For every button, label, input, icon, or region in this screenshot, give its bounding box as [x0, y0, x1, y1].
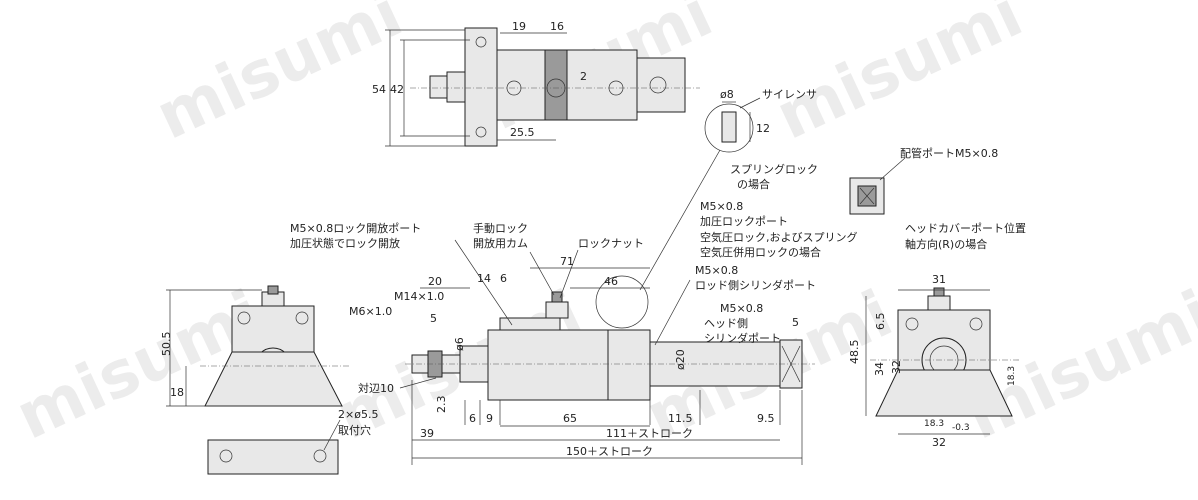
head-port-label-3: シリンダポート: [704, 331, 781, 345]
dim-54: 54: [372, 83, 386, 96]
dim-16: 16: [550, 20, 564, 33]
holes-label-2: 取付穴: [338, 423, 371, 437]
rod-port-label-2: ロッド側シリンダポート: [695, 278, 816, 292]
dim-34: 34: [873, 362, 886, 376]
dim-2-3: 2.3: [435, 396, 448, 414]
top-view: 54 42 19 16 2 25.5: [372, 20, 700, 147]
head-port-label-1: M5×0.8: [720, 302, 763, 315]
dim-18-3-horizontal: 18.3: [924, 419, 944, 429]
watermark: misumi: [955, 277, 1198, 454]
dim-18-3-vertical: 18.3: [1007, 366, 1017, 386]
dim-11-5: 11.5: [668, 412, 693, 425]
m14-label: M14×1.0: [394, 290, 444, 303]
air-lock-label-1: 空気圧ロック,およびスプリング: [700, 230, 858, 244]
dim-25-5: 25.5: [510, 126, 535, 139]
air-lock-label-2: 空気圧併用ロックの場合: [700, 245, 821, 259]
dim-50-5: 50.5: [160, 332, 173, 357]
dim-dia6: ø6: [453, 337, 466, 351]
lock-nut-label: ロックナット: [578, 237, 644, 250]
dim-9-5: 9.5: [757, 412, 775, 425]
dim-5a: 5: [430, 312, 437, 325]
watermark: misumi: [765, 0, 1033, 155]
dim-32-vertical: 32: [890, 360, 903, 374]
piping-port-label: 配管ポートM5×0.8: [900, 146, 998, 160]
dim-39: 39: [420, 427, 434, 440]
dim-5b: 5: [792, 316, 799, 329]
dim-48-5: 48.5: [848, 340, 861, 365]
head-port-label-2: ヘッド側: [704, 317, 748, 330]
dim-71: 71: [560, 255, 574, 268]
dim-111-stroke: 111＋ストローク: [606, 427, 693, 440]
pressure-release-label: 加圧状態でロック開放: [290, 236, 400, 250]
dim-6c: 6: [469, 412, 476, 425]
spring-lock-line2: の場合: [737, 177, 770, 191]
holes-label: 2×ø5.5: [338, 408, 378, 421]
side-view: 50.5 18 2×ø5.5 取付穴: [160, 285, 378, 475]
m6-label: M6×1.0: [349, 305, 392, 318]
dim-6-5: 6.5: [874, 313, 887, 331]
dim-tolerance: -0.3: [952, 423, 970, 433]
dim-18: 18: [170, 386, 184, 399]
across-flats-label: 対辺10: [358, 381, 394, 395]
dim-9: 9: [486, 412, 493, 425]
manual-lock-label-1: 手動ロック: [473, 221, 528, 235]
front-view: M5×0.8ロック開放ポート 加圧状態でロック開放 手動ロック 開放用カム ロッ…: [290, 200, 858, 465]
watermark: misumi: [145, 0, 413, 155]
dim-20: 20: [428, 275, 442, 288]
head-port-line2: 軸方向(R)の場合: [905, 237, 987, 251]
dim-6a: 6: [500, 272, 507, 285]
dim-46: 46: [604, 275, 618, 288]
dim-14: 14: [477, 272, 491, 285]
piping-port-detail: 配管ポートM5×0.8 ヘッドカバーポート位置 軸方向(R)の場合: [849, 146, 1026, 251]
dim-2: 2: [580, 70, 587, 83]
m5-pressure-label-1: M5×0.8: [700, 200, 743, 213]
dim-42: 42: [390, 83, 404, 96]
lock-release-port-label: M5×0.8ロック開放ポート: [290, 221, 421, 235]
dim-150-stroke: 150＋ストローク: [566, 445, 653, 458]
dim-65: 65: [563, 412, 577, 425]
rod-port-label-1: M5×0.8: [695, 264, 738, 277]
silencer-length: 12: [756, 122, 770, 135]
dim-19: 19: [512, 20, 526, 33]
spring-lock-line1: スプリングロック: [730, 162, 818, 176]
silencer-dia: ø8: [720, 88, 734, 101]
end-view: 31 6.5 48.5 34 32 18.3 18.3 -0.3 32: [848, 273, 1020, 449]
silencer-detail: ø8 12 サイレンサ スプリングロック の場合: [639, 88, 818, 291]
flange-plate: [464, 27, 498, 147]
dim-dia20: ø20: [674, 349, 687, 370]
m5-pressure-label-2: 加圧ロックポート: [700, 215, 788, 228]
dim-31: 31: [932, 273, 946, 286]
manual-lock-label-2: 開放用カム: [473, 236, 528, 250]
dim-32-horizontal: 32: [932, 436, 946, 449]
silencer-label: サイレンサ: [762, 88, 817, 101]
head-port-line1: ヘッドカバーポート位置: [905, 221, 1026, 235]
